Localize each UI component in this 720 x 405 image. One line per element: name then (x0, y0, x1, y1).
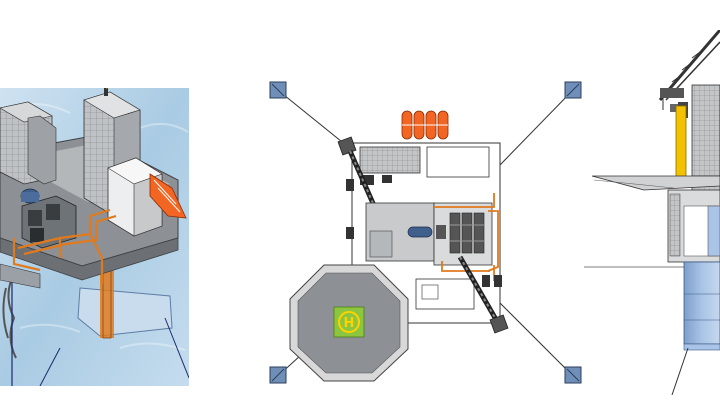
pontoon (77, 287, 173, 337)
isometric-drawing (0, 88, 189, 386)
platform-plan-view: H (262, 75, 592, 390)
helipad-label: H (344, 316, 355, 331)
helideck: H (289, 264, 409, 382)
generator-units (449, 212, 485, 254)
deck-overhang (591, 175, 720, 191)
lifeboat-icon (401, 110, 449, 140)
side-drawing (584, 30, 720, 395)
platform-isometric-view (0, 88, 189, 386)
process-module (691, 84, 720, 192)
leg-column (100, 268, 114, 338)
crane-pedestal (675, 105, 687, 187)
crane-icon (457, 255, 509, 334)
hull (683, 261, 720, 345)
mooring-line (671, 347, 689, 395)
plan-drawing: H (269, 81, 582, 384)
storage-module (359, 146, 421, 174)
tank (407, 225, 446, 239)
platform-side-view (584, 30, 720, 395)
generator-units (20, 188, 77, 249)
accommodation-module (0, 101, 57, 185)
anchor-icon (269, 81, 582, 384)
piping (12, 208, 117, 284)
office-module (426, 146, 490, 178)
lifeboat-icon (149, 173, 187, 219)
crane-icon (104, 88, 108, 96)
